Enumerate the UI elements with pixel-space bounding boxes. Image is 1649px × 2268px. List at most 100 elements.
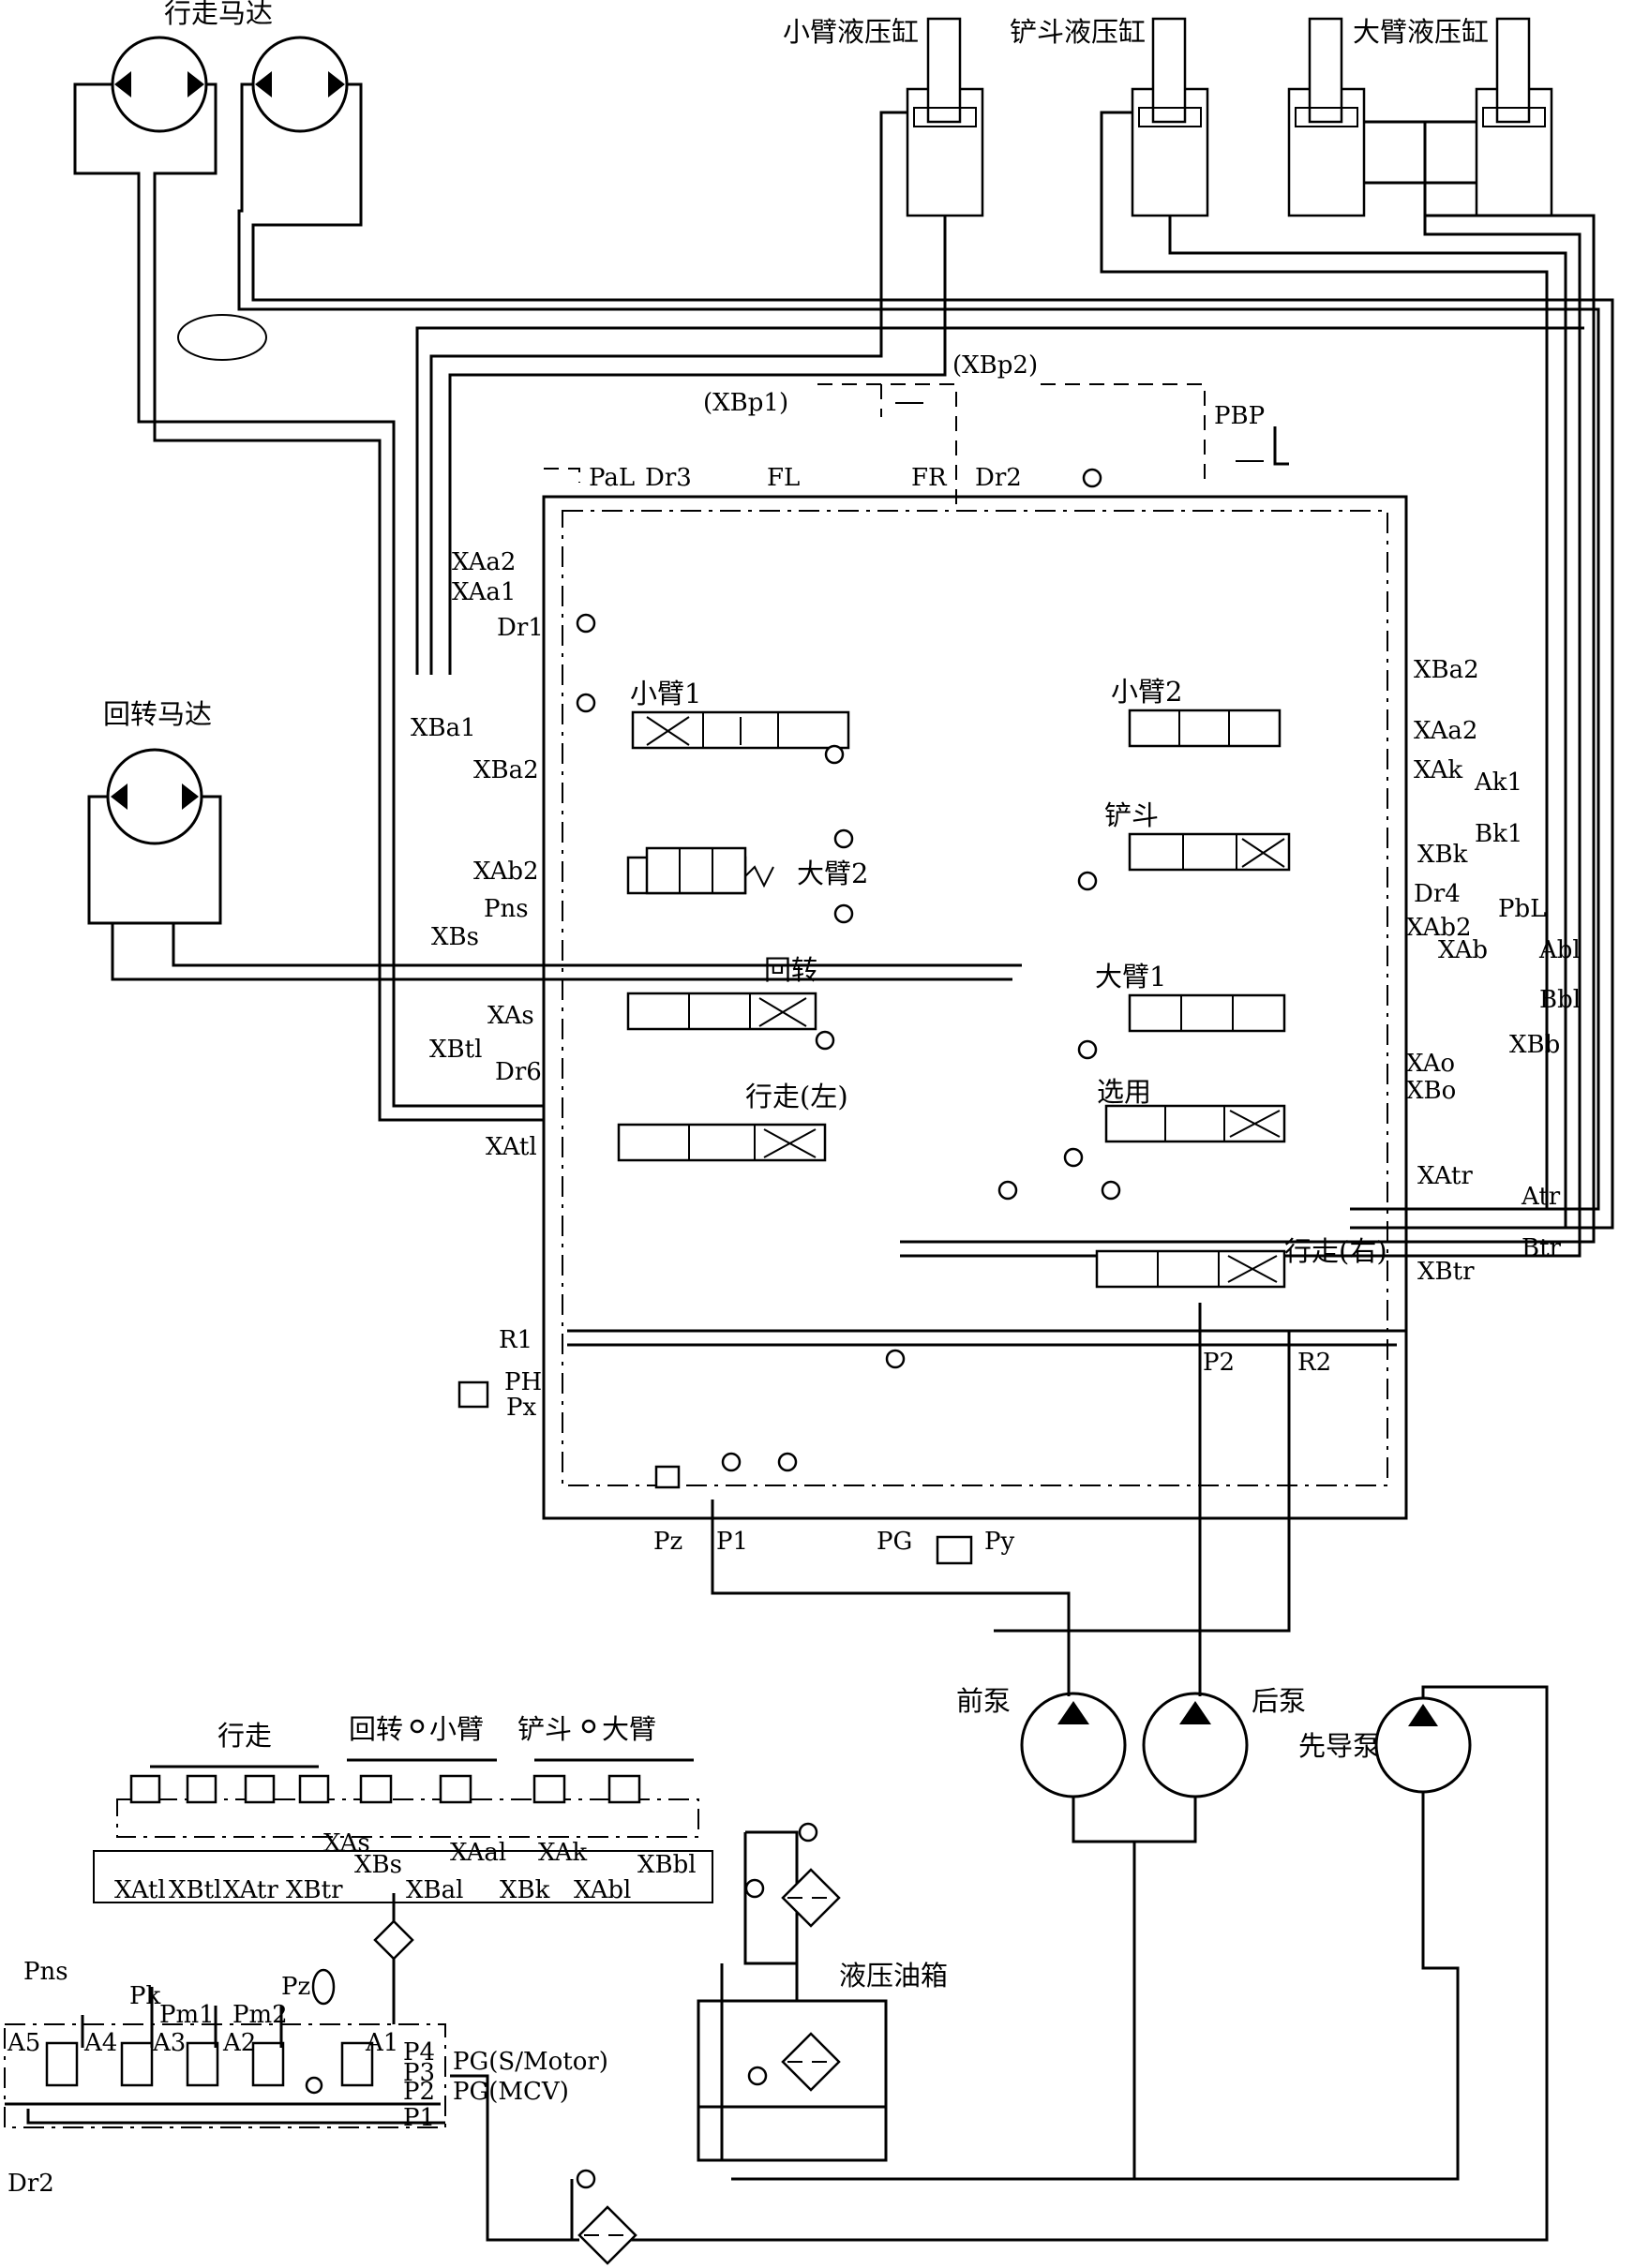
arm-cylinder: 小臂液压缸 — [429, 16, 984, 675]
pilot-bucket-boom: 铲斗 大臂 — [517, 1713, 694, 1804]
pilot-port-xas: XAs — [323, 1829, 370, 1858]
front-pump-label: 前泵 — [956, 1685, 1011, 1717]
spool-optional: 选用 — [1097, 1076, 1286, 1143]
port-xba2-right: XBa2 — [1414, 656, 1479, 684]
valve-travel-right-label: 行走(右) — [1284, 1235, 1387, 1267]
port-pz: Pz — [653, 1528, 682, 1556]
spool-arm2: 小臂2 — [1111, 676, 1282, 748]
port-py: Py — [984, 1528, 1014, 1556]
port-xbo: XBo — [1406, 1077, 1456, 1105]
pilot-port-xbk: XBk — [500, 1876, 550, 1904]
rear-pump-label: 后泵 — [1252, 1685, 1306, 1717]
valve-optional-label: 选用 — [1097, 1076, 1151, 1108]
port-fl: FL — [767, 464, 800, 492]
port-r2: R2 — [1297, 1349, 1331, 1377]
port-xbk: XBk — [1417, 841, 1468, 869]
hydraulic-tank: 液压油箱 — [697, 1830, 948, 2162]
pilot-port-xbtr: XBtr — [286, 1876, 343, 1904]
port-pns: Pns — [484, 895, 529, 923]
spool-travel-left: 行走(左) — [617, 1081, 848, 1162]
valve-boom2-label: 大臂2 — [797, 858, 868, 889]
sol-pk: Pk — [129, 1982, 160, 2010]
pilot-port-xbtl: XBtl — [169, 1876, 221, 1904]
port-pbl: PbL — [1498, 895, 1546, 923]
port-xatl: XAtl — [486, 1133, 537, 1161]
port-ph: PH — [504, 1368, 542, 1396]
spool-swing: 回转 — [626, 954, 818, 1031]
travel-motors: 行走马达 — [73, 0, 363, 361]
port-pal: PaL — [589, 464, 635, 492]
port-bbl: Bbl — [1539, 986, 1581, 1014]
sol-a4: A4 — [83, 2029, 117, 2057]
sol-p4: P4 — [403, 2038, 435, 2067]
port-xbs: XBs — [431, 923, 479, 951]
main-control-valve: 小臂1 大臂2 回转 行走(左) — [542, 383, 1408, 1696]
pilot-line-filter — [373, 1893, 414, 2024]
pilot-port-xatl: XAtl — [114, 1876, 166, 1904]
port-dr2: Dr2 — [975, 464, 1022, 492]
valve-boom1-label: 大臂1 — [1095, 961, 1166, 992]
pilot-port-xbs: XBs — [354, 1851, 402, 1879]
pumps: 前泵 后泵 先导泵 — [609, 1685, 1549, 2242]
boom-cylinders: 大臂液压缸 — [900, 16, 1596, 1258]
port-xab: XAb — [1438, 936, 1488, 964]
port-p1: P1 — [716, 1528, 748, 1556]
tank-label: 液压油箱 — [839, 1960, 948, 1992]
bucket-cylinder-label: 铲斗液压缸 — [1010, 16, 1146, 48]
pilot-pump-label: 先导泵 — [1298, 1730, 1380, 1762]
port-xba1: XBa1 — [411, 714, 476, 742]
port-dr6: Dr6 — [495, 1058, 542, 1086]
port-pbp: PBP — [1214, 402, 1265, 430]
pilot-port-xak: XAk — [538, 1839, 587, 1867]
swing-motor-label: 回转马达 — [103, 698, 212, 730]
swing-motor: 回转马达 — [87, 698, 1022, 981]
sol-p3: P3 — [403, 2059, 435, 2087]
pilot-boom-label: 大臂 — [602, 1713, 656, 1745]
pilot-arm-label: 小臂 — [429, 1713, 484, 1745]
port-bk1: Bk1 — [1475, 820, 1522, 848]
valve-bucket-label: 铲斗 — [1104, 799, 1159, 831]
pilot-bucket-label: 铲斗 — [517, 1713, 572, 1745]
sol-pz: Pz — [281, 1973, 310, 2001]
port-xab2-right: XAb2 — [1406, 914, 1472, 942]
port-xas: XAs — [487, 1002, 534, 1030]
sol-pm1: Pm1 — [159, 2001, 215, 2029]
sol-a2: A2 — [222, 2029, 256, 2057]
pilot-swing-arm: 回转 小臂 — [347, 1713, 497, 1804]
port-xaa1: XAa1 — [452, 578, 516, 606]
port-xbtr: XBtr — [1417, 1258, 1475, 1286]
port-atr: Atr — [1521, 1183, 1561, 1211]
spool-boom1: 大臂1 — [1095, 961, 1286, 1033]
sol-p1: P1 — [403, 2104, 435, 2132]
port-dr1: Dr1 — [497, 614, 544, 642]
spool-boom2: 大臂2 — [626, 846, 868, 895]
port-xaa2-right: XAa2 — [1414, 717, 1477, 745]
pilot-port-xaal: XAal — [450, 1839, 506, 1867]
sol-p2: P2 — [403, 2078, 435, 2106]
pilot-filter — [450, 2074, 637, 2265]
sol-pm2: Pm2 — [232, 2001, 288, 2029]
valve-port-labels: (XBp1) (XBp2) PBP PaL Dr3 FL FR Dr2 XAa2… — [411, 351, 1581, 1556]
spool-bucket: 铲斗 — [1104, 799, 1291, 872]
pilot-travel: 行走 — [129, 1720, 330, 1804]
sol-a5: A5 — [7, 2029, 40, 2057]
solenoid-block: Pns Pk Pm1 Pm2 Pz A5 A4 A3 A2 A1 P4 P3 P… — [4, 1958, 608, 2198]
valve-travel-left-label: 行走(左) — [745, 1081, 848, 1112]
port-xbp2: (XBp2) — [952, 351, 1038, 380]
pilot-travel-label: 行走 — [217, 1720, 272, 1752]
sol-dr2: Dr2 — [7, 2170, 54, 2198]
port-ak1: Ak1 — [1474, 768, 1522, 797]
sol-pg-motor: PG(S/Motor) — [453, 2048, 608, 2076]
boom-cylinder-label: 大臂液压缸 — [1353, 16, 1489, 48]
port-xbtl: XBtl — [429, 1036, 482, 1064]
sol-pns: Pns — [23, 1958, 68, 1986]
check-valves — [576, 468, 1121, 1472]
port-xatr: XAtr — [1417, 1162, 1473, 1190]
sol-a3: A3 — [152, 2029, 186, 2057]
port-dr3: Dr3 — [645, 464, 692, 492]
port-dr4: Dr4 — [1414, 880, 1461, 908]
pilot-port-xabl: XAbl — [574, 1876, 631, 1904]
sol-a1: A1 — [365, 2029, 398, 2057]
sol-pg-mcv: PG(MCV) — [453, 2078, 569, 2106]
